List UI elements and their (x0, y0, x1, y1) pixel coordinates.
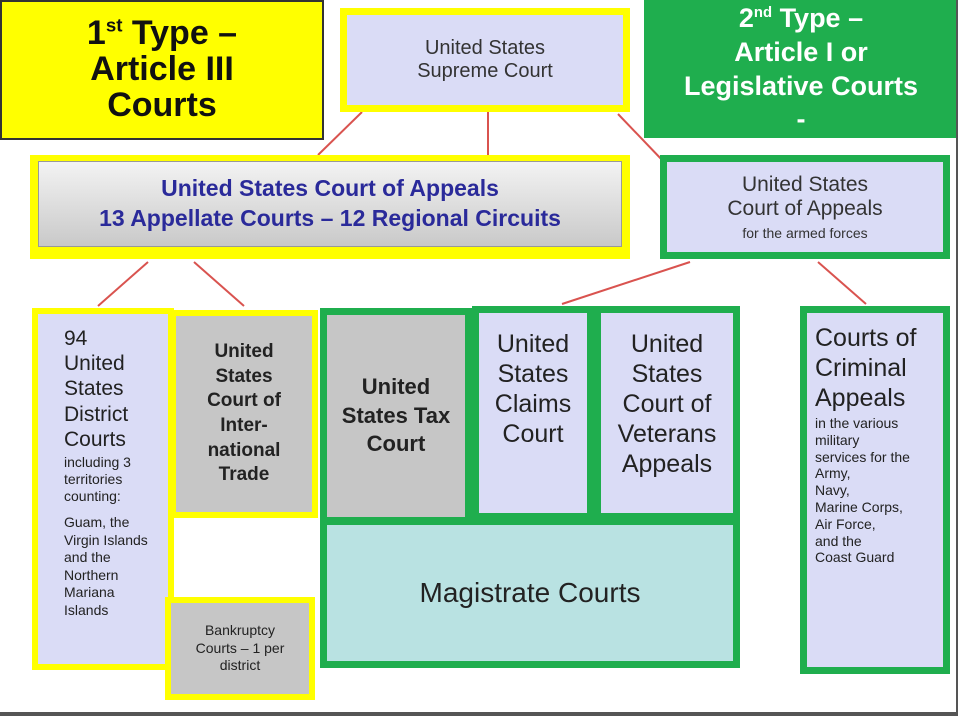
supreme-court-box: United States Supreme Court (340, 8, 630, 112)
criminal-note: in the various military services for the… (815, 415, 910, 566)
veterans-line: States (631, 360, 703, 388)
claims-court-box: United States Claims Court (472, 306, 594, 520)
criminal-note-line: military (815, 431, 860, 448)
connector-appeals-to-supreme-left (317, 111, 363, 156)
district-line: Courts (64, 427, 126, 451)
district-note-line: counting: (64, 487, 121, 504)
district-line: District (64, 402, 129, 426)
intl-line: States (215, 365, 273, 387)
bankruptcy-line: Bankruptcy (204, 622, 276, 639)
criminal-appeals-courts-box: Courts of Criminal Appeals in the variou… (800, 306, 950, 674)
district-line: United (64, 352, 125, 376)
district-note-line: including 3 (64, 453, 131, 470)
magistrate-courts-box: Magistrate Courts (320, 518, 740, 668)
bankruptcy-courts-box: Bankruptcy Courts – 1 per district (165, 597, 315, 700)
article-i-courts-header: 2nd Type – Article I or Legislative Cour… (644, 0, 956, 138)
bankruptcy-line: district (219, 657, 261, 674)
veterans-line: Court of (622, 390, 712, 418)
criminal-line: Courts of (815, 324, 917, 352)
district-note-line: Guam, the (64, 514, 130, 531)
magistrate-label: Magistrate Courts (419, 576, 641, 608)
intl-line: Inter- (220, 415, 268, 436)
veterans-appeals-court-box: United States Court of Veterans Appeals (594, 306, 740, 520)
district-line: 94 (64, 327, 88, 350)
claims-line: United (496, 330, 570, 358)
district-courts-box: 94 United States District Courts includi… (32, 308, 174, 670)
criminal-note-line: Air Force, (815, 515, 876, 532)
connector-intl-to-appeals (193, 261, 245, 307)
armed-line2: Court of Appeals (727, 197, 883, 221)
armed-line1: United States (741, 173, 869, 197)
tax-line: United (361, 374, 431, 400)
international-trade-court-box: United States Court of Inter- national T… (170, 310, 318, 518)
claims-line: States (497, 360, 569, 388)
intl-line: United (214, 340, 274, 362)
appeals-line1: United States Court of Appeals (161, 175, 499, 202)
type1-line2: Article III (90, 50, 234, 89)
type2-line2: Article I or (734, 36, 868, 67)
type1-line3: Courts (107, 85, 217, 124)
claims-line: Claims (494, 390, 572, 418)
criminal-note-line: Navy, (815, 482, 850, 499)
criminal-note-line: in the various (815, 415, 899, 431)
court-of-appeals-box: United States Court of Appeals 13 Appell… (30, 155, 630, 259)
criminal-line: Appeals (815, 384, 906, 412)
court-of-appeals-panel: United States Court of Appeals 13 Appell… (38, 161, 622, 247)
criminal-line: Criminal (815, 354, 907, 382)
criminal-note-line: and the (815, 532, 862, 549)
armed-forces-appeals-box: United States Court of Appeals for the a… (660, 155, 950, 259)
criminal-title: Courts of Criminal Appeals (815, 323, 916, 413)
connector-armed-to-supreme (617, 113, 665, 163)
district-note-list: Guam, the Virgin Islands and the Norther… (64, 514, 148, 619)
intl-line: Court of (207, 390, 281, 412)
district-note-territories: including 3 territories counting: (64, 454, 131, 504)
supreme-line1: United States (424, 37, 546, 59)
veterans-line: United (630, 330, 704, 358)
bankruptcy-line: Courts – 1 per (195, 639, 285, 656)
article-iii-courts-header: 1st Type – Article III Courts (0, 0, 324, 140)
criminal-note-line: Marine Corps, (815, 498, 903, 515)
armed-line3: for the armed forces (742, 224, 868, 241)
veterans-line: Appeals (621, 450, 713, 478)
veterans-line: Veterans (617, 420, 717, 448)
district-note-line: Mariana (64, 584, 115, 601)
district-line: States (64, 377, 124, 401)
criminal-note-line: services for the (815, 448, 910, 465)
district-title: 94 United States District Courts (64, 326, 128, 452)
district-note-line: territories (64, 470, 123, 487)
connector-criminal-to-armed (817, 261, 867, 305)
district-note-line: Northern (64, 566, 119, 583)
appeals-line2: 13 Appellate Courts – 12 Regional Circui… (99, 205, 561, 231)
type2-line1: 2nd Type – (738, 3, 864, 33)
criminal-note-line: Army, (815, 465, 851, 482)
district-note-line: and the (64, 549, 111, 566)
tax-court-box: United States Tax Court (320, 308, 472, 524)
type1-line1: 1st Type – (86, 14, 238, 53)
tax-line: States Tax (341, 402, 451, 428)
type2-line3: Legislative Courts (683, 70, 919, 101)
supreme-line2: Supreme Court (417, 60, 553, 82)
criminal-note-line: Coast Guard (815, 549, 895, 566)
connector-claims-to-armed (561, 261, 691, 305)
district-note-line: Virgin Islands (64, 531, 148, 548)
claims-line: Court (502, 420, 564, 448)
tax-line: Court (366, 431, 426, 457)
connector-district-to-appeals (97, 261, 149, 307)
intl-line: Trade (218, 464, 270, 486)
type2-line4: - (796, 104, 806, 135)
district-note-line: Islands (64, 601, 109, 618)
intl-line: national (207, 439, 281, 461)
